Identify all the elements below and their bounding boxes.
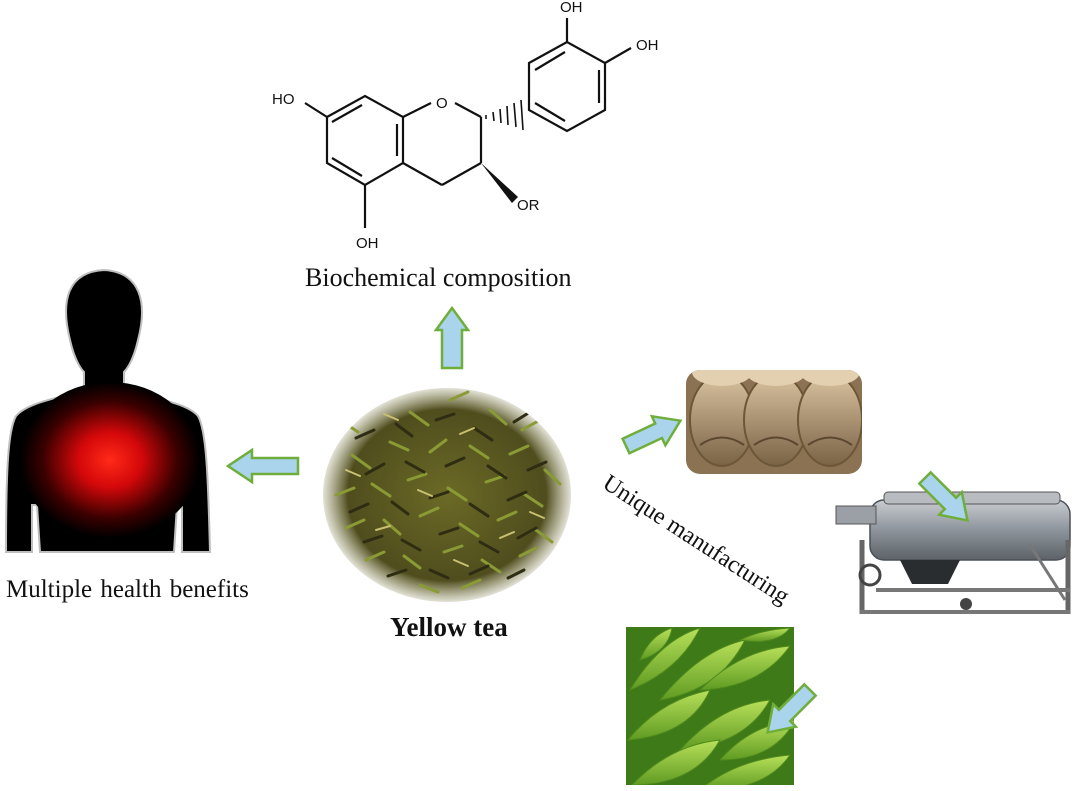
arrow-up-to-composition <box>433 305 471 370</box>
flow-arrows <box>225 305 970 735</box>
health-benefits-label: Multiple health benefits <box>6 576 249 603</box>
molecule-group: OH <box>560 0 583 16</box>
molecule-group: HO <box>272 91 295 108</box>
molecule-group: OR <box>517 197 540 214</box>
biochemical-composition-label: Biochemical composition <box>305 263 572 292</box>
stereo-hash-bonds <box>485 99 524 131</box>
molecule-group: OH <box>636 37 659 54</box>
yellow-tea-label: Yellow tea <box>390 612 508 642</box>
molecule-group: O <box>436 95 448 112</box>
arrow-to-yellow-tea <box>620 414 683 455</box>
human-silhouette <box>4 268 212 553</box>
yellow-tea-image <box>323 388 571 602</box>
catechin-structure <box>304 18 632 228</box>
tea-sacks-image <box>686 370 862 474</box>
tea-processing-machine-image <box>835 491 1071 614</box>
arrow-to-sacks <box>917 470 970 523</box>
arrow-to-machine <box>765 682 818 735</box>
arrow-left-to-health <box>225 447 300 485</box>
wedge-bond <box>481 163 518 203</box>
fresh-tea-leaves-image <box>626 627 794 785</box>
molecule-group: OH <box>356 235 379 252</box>
